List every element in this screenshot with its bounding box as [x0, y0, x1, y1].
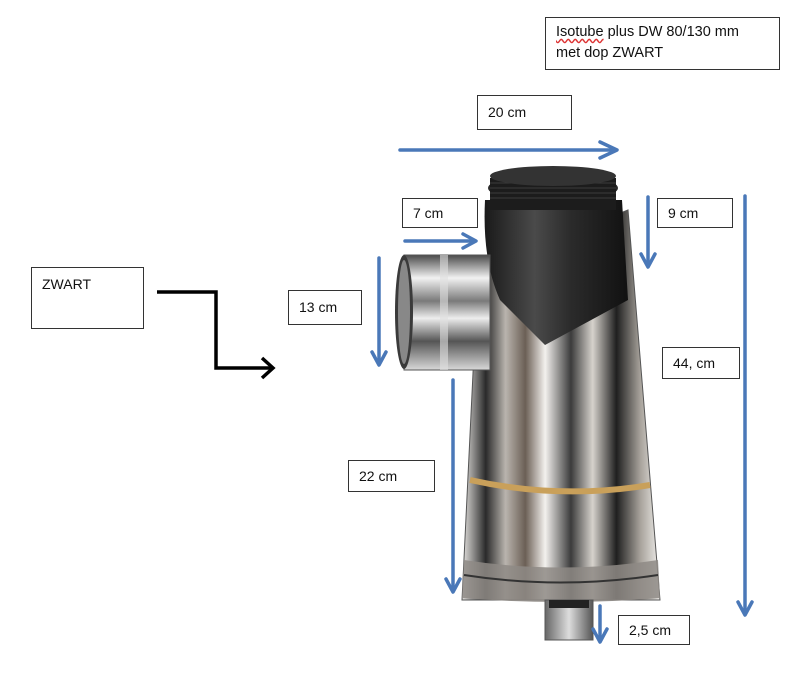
dimension-lower-section: 22 cm — [348, 460, 435, 492]
side-pipe — [395, 254, 491, 371]
pipe-body — [461, 166, 661, 641]
dimension-total-height: 44, cm — [662, 347, 740, 379]
dimension-label: 13 cm — [299, 299, 338, 316]
product-title-line-1: Isotube plus DW 80/130 mm — [556, 22, 769, 43]
dimension-label: 22 cm — [359, 467, 398, 484]
dimension-side-pipe-length: 7 cm — [402, 198, 478, 228]
dimension-width-top: 20 cm — [477, 95, 572, 130]
dimension-label: 44, cm — [673, 354, 716, 371]
arrow-side-pipe-length — [403, 232, 478, 250]
arrow-bottom-spigot — [591, 604, 609, 644]
arrow-width-top — [398, 140, 619, 160]
arrow-lower-section — [444, 378, 462, 594]
arrow-side-pipe-diameter — [370, 256, 388, 367]
arrow-total-height — [736, 194, 754, 617]
product-title-brand: Isotube — [556, 24, 604, 40]
dimension-label: 20 cm — [488, 104, 527, 121]
dimension-side-pipe-diameter: 13 cm — [288, 290, 362, 325]
dimension-label: 2,5 cm — [629, 621, 672, 638]
product-title-spec: plus DW 80/130 mm — [603, 24, 739, 40]
color-label-box: ZWART — [31, 267, 144, 329]
dimension-label: 7 cm — [413, 204, 444, 221]
arrow-top-collar — [639, 195, 657, 269]
color-label: ZWART — [42, 276, 91, 292]
dimension-top-collar: 9 cm — [657, 198, 733, 228]
zwart-pointer-arrow — [157, 290, 276, 380]
dimension-bottom-spigot: 2,5 cm — [618, 615, 690, 645]
product-title-line-2: met dop ZWART — [556, 45, 664, 62]
dimension-label: 9 cm — [668, 204, 699, 221]
product-title-box: Isotube plus DW 80/130 mm met dop ZWART — [545, 17, 780, 70]
